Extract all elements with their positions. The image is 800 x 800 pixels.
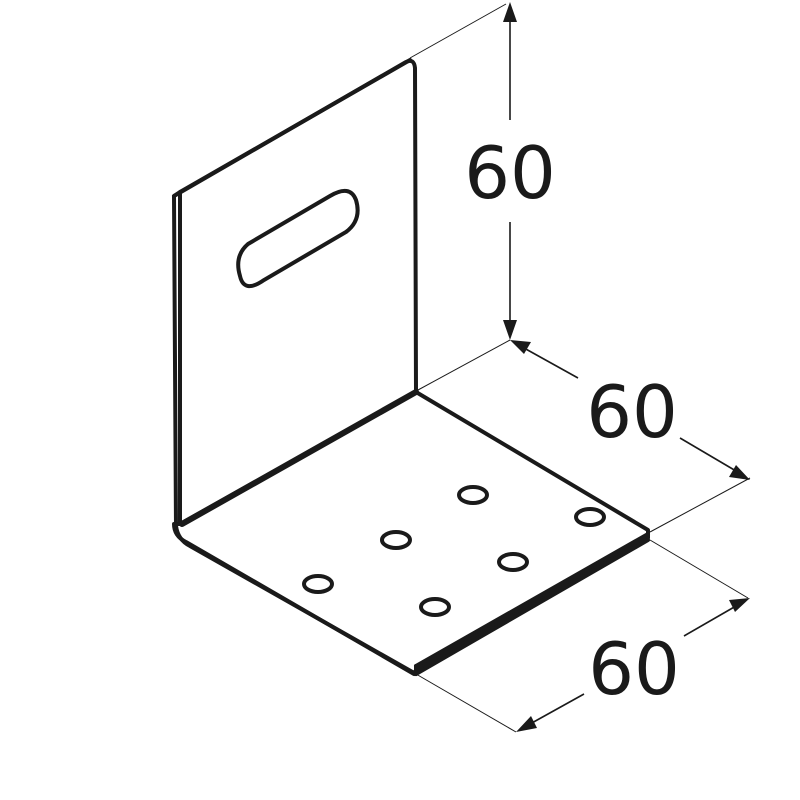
- arrowhead: [503, 320, 517, 340]
- arrowhead: [729, 598, 750, 612]
- arrowhead: [510, 340, 531, 354]
- width-label: 60: [588, 627, 680, 711]
- round-hole: [419, 597, 451, 617]
- arrowhead: [516, 716, 537, 732]
- round-hole: [457, 485, 489, 505]
- round-hole: [302, 574, 334, 594]
- slotted-hole: [236, 188, 360, 288]
- round-hole: [380, 530, 412, 550]
- vertical-leg: [172, 58, 418, 530]
- horizontal-leg: [172, 389, 650, 676]
- round-hole: [574, 507, 606, 527]
- extension-lines: [409, 3, 751, 733]
- height-label: 60: [464, 131, 556, 215]
- arrowhead: [729, 465, 750, 480]
- depth-dimension: 60: [510, 340, 750, 480]
- depth-label: 60: [586, 370, 678, 454]
- height-dimension: 60: [464, 2, 556, 340]
- width-dimension: 60: [516, 598, 750, 732]
- round-hole: [497, 552, 529, 572]
- arrowhead: [503, 2, 517, 22]
